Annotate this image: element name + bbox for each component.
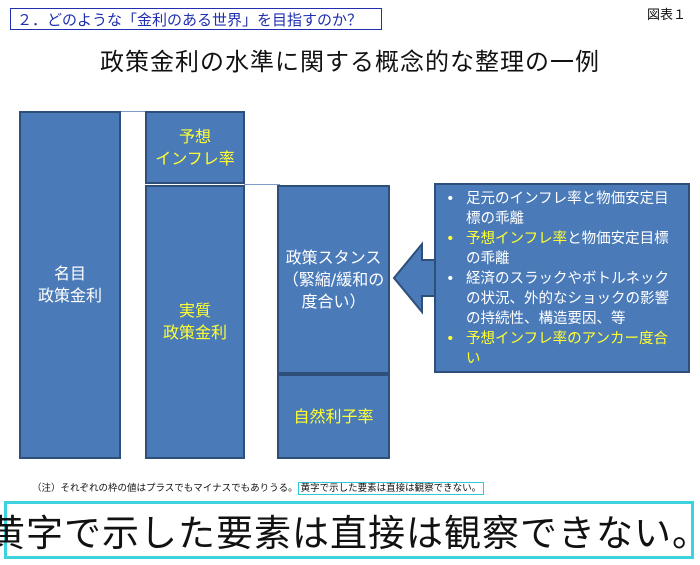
real-rate-box: 実質 政策金利 xyxy=(145,185,245,459)
policy-stance-box: 政策スタンス （緊縮/緩和の 度合い） xyxy=(277,185,390,374)
factor-highlight: 予想インフレ率のアンカー度合い xyxy=(466,331,668,367)
factor-item: • 経済のスラックやボトルネックの状況、外的なショックの影響の持続性、構造要因、等 xyxy=(444,269,682,329)
factor-item: • 予想インフレ率と物価安定目標の乖離 xyxy=(444,229,682,269)
bullet-icon: • xyxy=(446,271,455,287)
bullet-icon: • xyxy=(446,191,455,207)
factor-text: と物価安定目標の乖離 xyxy=(466,231,669,267)
figure-label: 図表１ xyxy=(646,8,686,23)
footnote: （注）それぞれの枠の値はプラスでもマイナスでもありうる。黄字で示した要素は直接は… xyxy=(32,480,485,495)
left-arrow-icon xyxy=(392,241,437,315)
guide-line-top xyxy=(120,111,146,112)
factors-callout: • 足元のインフレ率と物価安定目標の乖離 • 予想インフレ率と物価安定目標の乖離 •… xyxy=(434,183,690,373)
section-label: ２．どのような「金利のある世界」を目指すのか？ xyxy=(10,8,382,30)
footnote-text: （注）それぞれの枠の値はプラスでもマイナスでもありうる。 xyxy=(32,483,298,494)
bullet-icon: • xyxy=(446,331,455,347)
factor-item: • 予想インフレ率のアンカー度合い xyxy=(444,329,682,369)
factor-text: 経済のスラックやボトルネックの状況、外的なショックの影響の持続性、構造要因、等 xyxy=(466,271,669,327)
page-title: 政策金利の水準に関する概念的な整理の一例 xyxy=(100,48,600,76)
factor-text: 足元のインフレ率と物価安定目標の乖離 xyxy=(466,191,669,227)
guide-line-mid xyxy=(244,184,280,185)
factors-list: • 足元のインフレ率と物価安定目標の乖離 • 予想インフレ率と物価安定目標の乖離 •… xyxy=(444,189,682,369)
factor-highlight: 予想インフレ率 xyxy=(466,231,568,247)
caption-banner: 黄字で示した要素は直接は観察できない。 xyxy=(0,501,700,559)
bullet-icon: • xyxy=(446,231,455,247)
expected-inflation-box: 予想 インフレ率 xyxy=(145,111,245,184)
nominal-rate-box: 名目 政策金利 xyxy=(19,111,121,459)
natural-rate-box: 自然利子率 xyxy=(277,374,390,459)
factor-item: • 足元のインフレ率と物価安定目標の乖離 xyxy=(444,189,682,229)
footnote-highlight: 黄字で示した要素は直接は観察できない。 xyxy=(297,482,485,495)
